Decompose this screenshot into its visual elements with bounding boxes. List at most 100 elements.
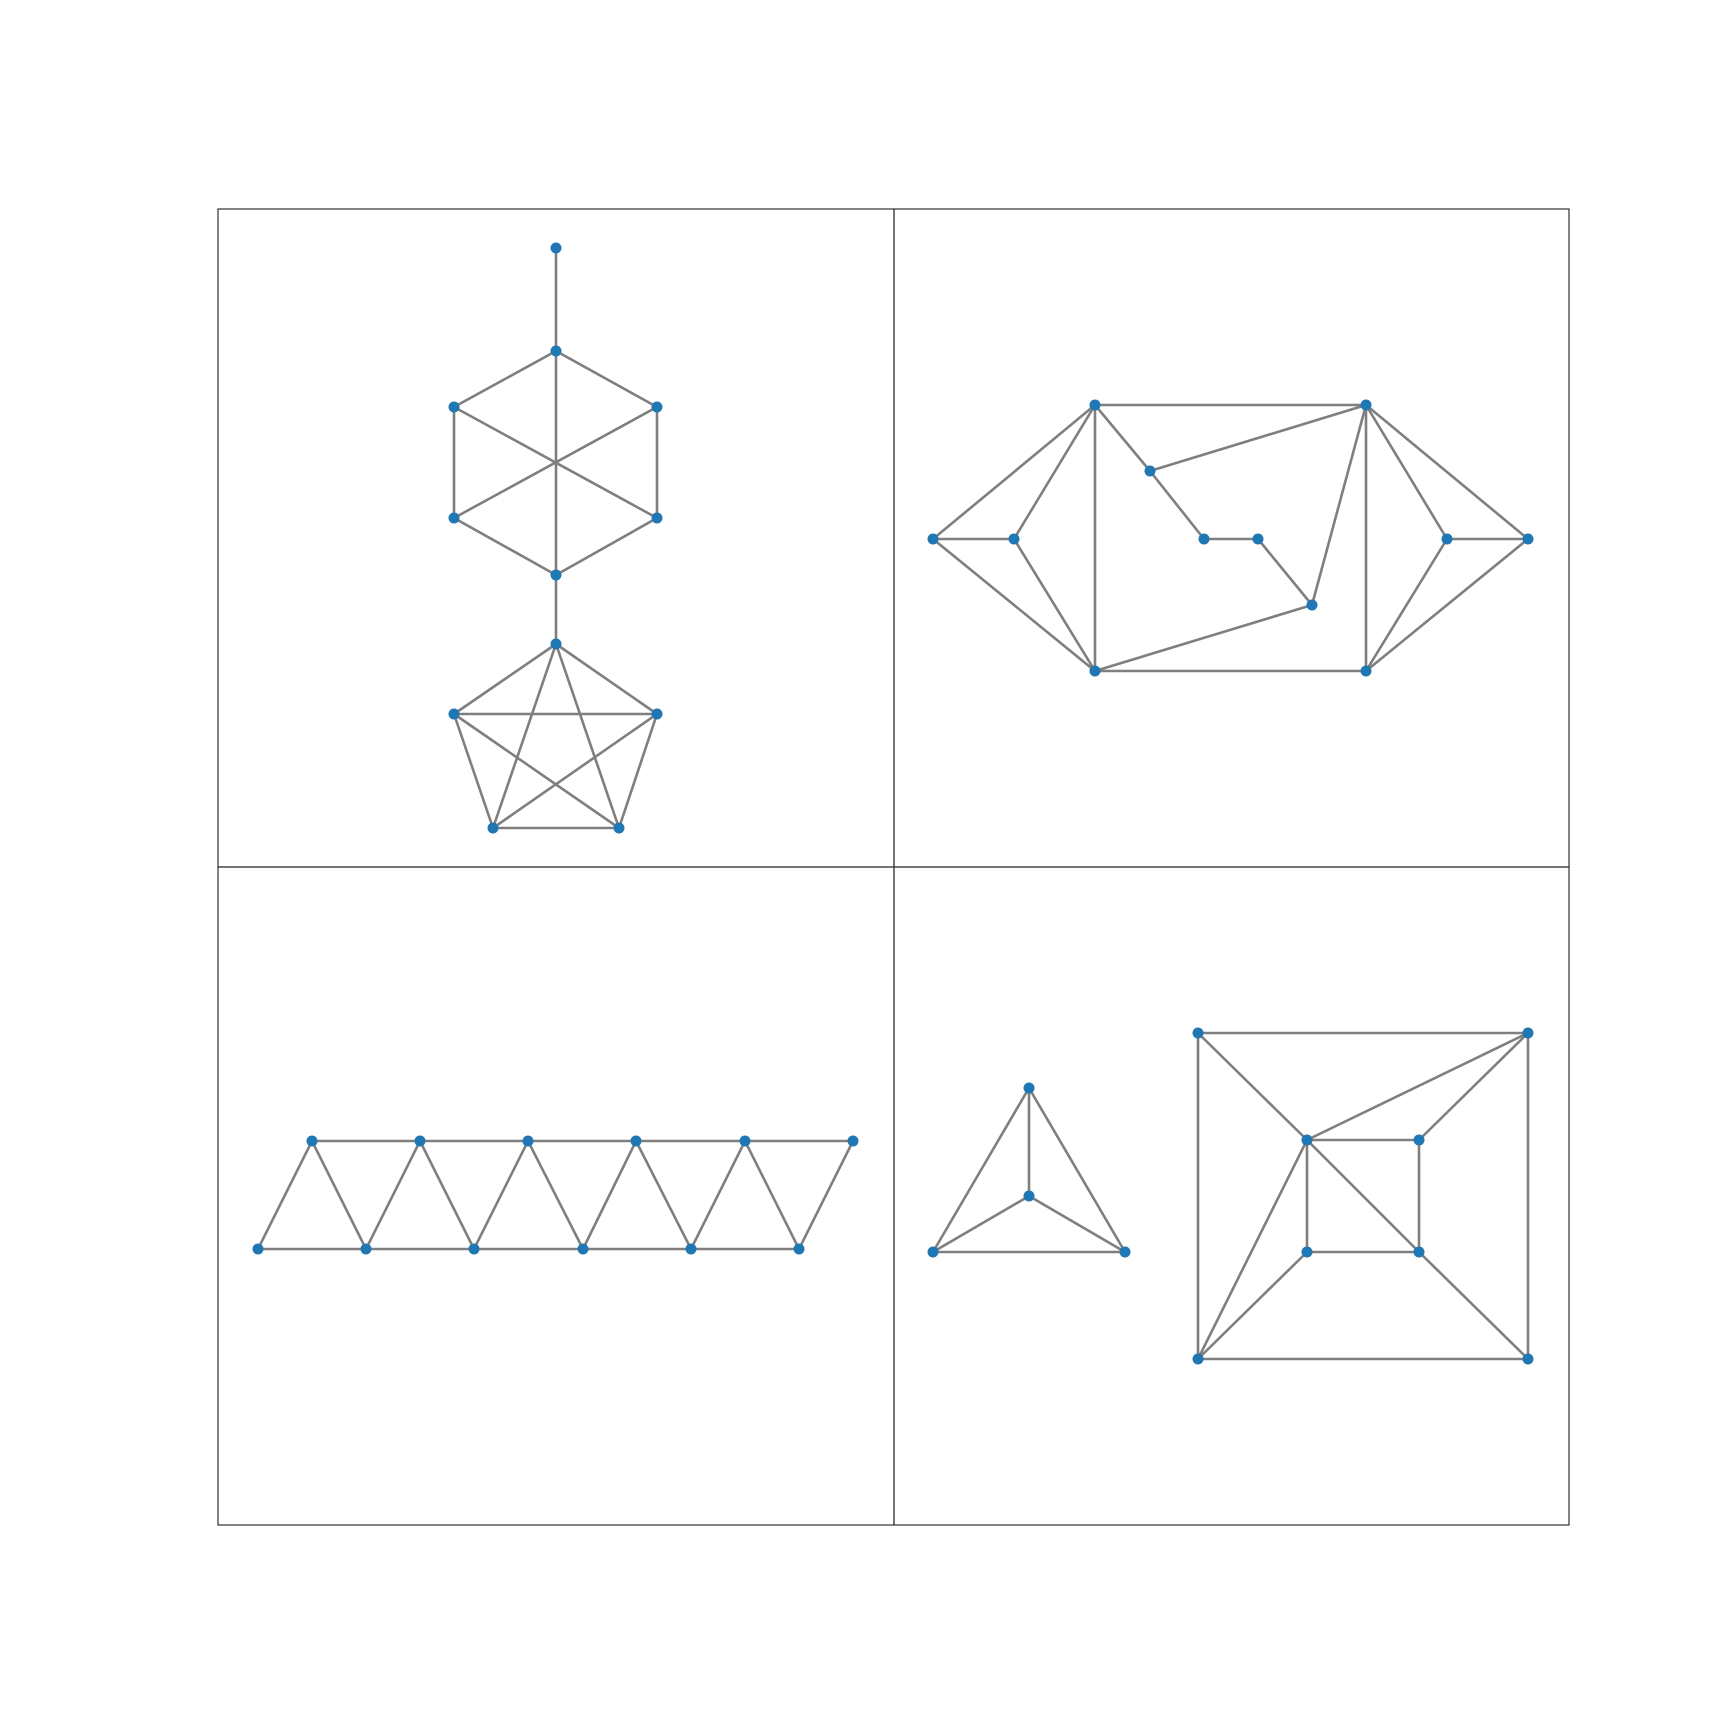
nodes-top-right — [927, 399, 1534, 677]
edge-e-h — [1148, 403, 1368, 473]
node-s7 — [1301, 1246, 1313, 1258]
edge-b-d — [1012, 537, 1097, 673]
edge-u1-b2 — [418, 1139, 476, 1251]
edge-h2-h5 — [452, 405, 659, 520]
edge-p0-p3 — [491, 642, 558, 830]
edge-b5-u5 — [797, 1139, 855, 1251]
edge-ta-tb — [931, 1086, 1031, 1254]
node-p4 — [448, 708, 460, 720]
edge-p1-p3 — [491, 712, 659, 830]
edge-h-k — [1364, 403, 1449, 541]
node-tc — [1119, 1246, 1131, 1258]
edge-tb-td — [931, 1194, 1031, 1254]
node-f — [1198, 533, 1210, 545]
edge-c-a — [931, 403, 1097, 541]
edge-s4-s3 — [1196, 1138, 1309, 1361]
edge-g-i — [1256, 537, 1314, 607]
edge-s2-s6 — [1417, 1250, 1530, 1361]
node-s2 — [1522, 1353, 1534, 1365]
node-u1 — [414, 1135, 426, 1147]
node-a — [927, 533, 939, 545]
edge-i-d — [1093, 603, 1314, 673]
edge-c-e — [1093, 403, 1152, 473]
panel-bottom-left — [217, 866, 895, 1526]
edge-p4-p0 — [452, 642, 558, 716]
edge-h3-h4 — [452, 516, 558, 577]
node-h0 — [550, 345, 562, 357]
node-u5 — [847, 1135, 859, 1147]
node-b2 — [468, 1243, 480, 1255]
node-e — [1144, 465, 1156, 477]
edges-top-right — [931, 403, 1530, 673]
edge-a-d — [931, 537, 1097, 673]
edge-e-f — [1148, 469, 1206, 541]
node-p0 — [550, 638, 562, 650]
edge-s4-s6 — [1305, 1138, 1421, 1254]
edge-h2-h3 — [554, 516, 659, 577]
node-h5 — [448, 401, 460, 413]
edge-p3-p4 — [452, 712, 495, 830]
node-u0 — [306, 1135, 318, 1147]
node-s6 — [1413, 1246, 1425, 1258]
nodes-bottom-left — [252, 1135, 859, 1255]
edge-h5-h0 — [452, 349, 558, 409]
node-t0 — [550, 242, 562, 254]
node-i — [1306, 599, 1318, 611]
nodes-top-left — [448, 242, 663, 834]
node-b1 — [360, 1243, 372, 1255]
edge-s1-s5 — [1417, 1031, 1530, 1142]
node-j — [1360, 665, 1372, 677]
node-h4 — [448, 512, 460, 524]
node-u2 — [522, 1135, 534, 1147]
node-tb — [927, 1246, 939, 1258]
edge-l-j — [1364, 537, 1530, 673]
edge-k-j — [1364, 537, 1449, 673]
edge-b3-u3 — [581, 1139, 638, 1251]
node-b5 — [793, 1243, 805, 1255]
edge-c-b — [1012, 403, 1097, 541]
node-b3 — [577, 1243, 589, 1255]
node-u4 — [739, 1135, 751, 1147]
edge-b4-u4 — [689, 1139, 747, 1251]
panel-frame-bottom-right — [893, 866, 1570, 1526]
edge-p0-p2 — [554, 642, 621, 830]
node-g — [1252, 533, 1264, 545]
edge-b1-u1 — [364, 1139, 422, 1251]
edge-s0-s4 — [1196, 1031, 1309, 1142]
node-b4 — [685, 1243, 697, 1255]
edge-i-h — [1310, 403, 1368, 607]
panel-top-right — [893, 208, 1570, 868]
edge-h-l — [1364, 403, 1530, 541]
node-h — [1360, 399, 1372, 411]
node-s0 — [1192, 1027, 1204, 1039]
node-s5 — [1413, 1134, 1425, 1146]
node-u3 — [630, 1135, 642, 1147]
edge-b0-u0 — [256, 1139, 314, 1251]
edge-u2-b3 — [526, 1139, 585, 1251]
edge-ta-tc — [1027, 1086, 1127, 1254]
node-l — [1522, 533, 1534, 545]
node-b — [1008, 533, 1020, 545]
edges-top-left — [452, 246, 659, 830]
edge-u3-b4 — [634, 1139, 693, 1251]
node-h1 — [651, 401, 663, 413]
edge-s4-s1 — [1305, 1031, 1530, 1142]
node-p2 — [613, 822, 625, 834]
node-c — [1089, 399, 1101, 411]
node-ta — [1023, 1082, 1035, 1094]
node-s1 — [1522, 1027, 1534, 1039]
node-p1 — [651, 708, 663, 720]
node-k — [1441, 533, 1453, 545]
node-p3 — [487, 822, 499, 834]
edges-bottom-right — [931, 1031, 1530, 1361]
panel-top-left — [217, 208, 895, 868]
node-s4 — [1301, 1134, 1313, 1146]
edge-u4-b5 — [743, 1139, 801, 1251]
node-s3 — [1192, 1353, 1204, 1365]
edge-u0-b1 — [310, 1139, 368, 1251]
edge-b2-u2 — [472, 1139, 530, 1251]
panel-bottom-right — [893, 866, 1570, 1526]
edge-p1-p2 — [617, 712, 659, 830]
